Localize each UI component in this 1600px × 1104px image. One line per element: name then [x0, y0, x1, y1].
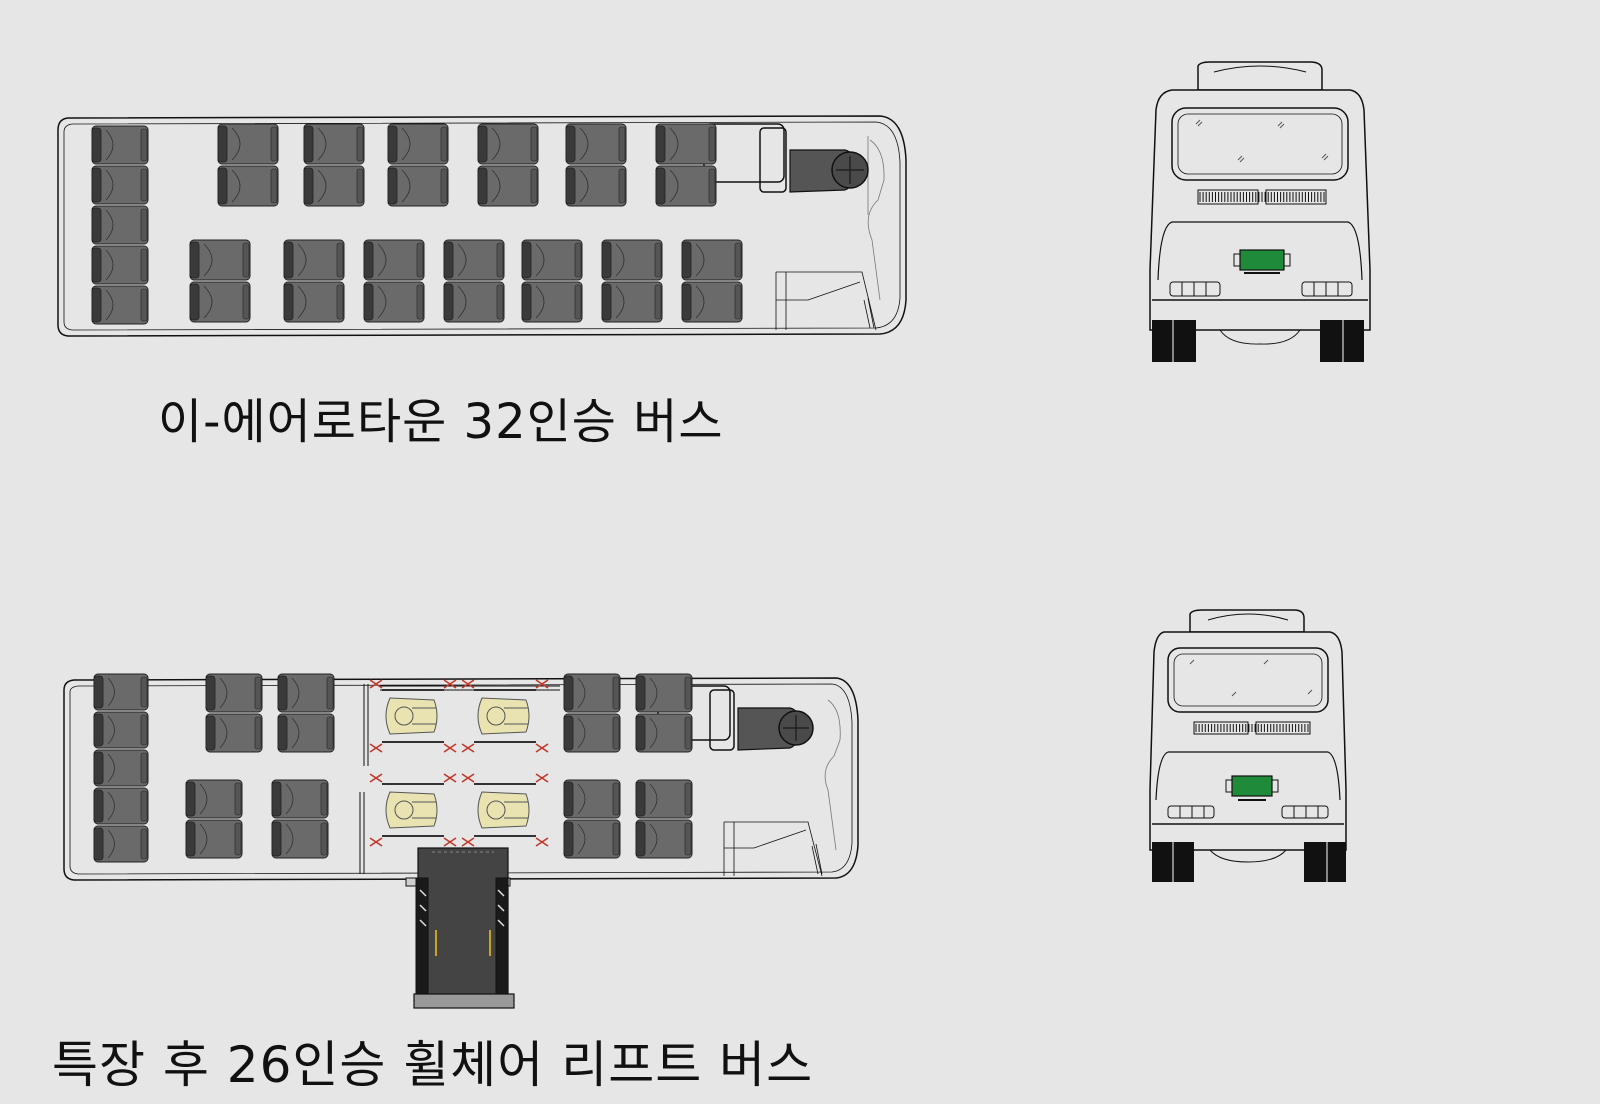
bottom-bus-floor-plan	[63, 673, 859, 1009]
seat	[521, 239, 583, 281]
seat	[303, 123, 365, 165]
seat	[217, 165, 279, 207]
top-bus-door-step	[775, 271, 877, 331]
seat	[635, 779, 693, 819]
rear-vent-grille	[1197, 189, 1327, 205]
bottom-bus-caption: 특장 후 26인승 휠체어 리프트 버스	[52, 1036, 814, 1094]
seat	[443, 239, 505, 281]
seat	[477, 123, 539, 165]
seat	[91, 165, 149, 205]
rear-tires	[1152, 320, 1364, 362]
rear-window	[1171, 107, 1349, 181]
top-bus-rear-view	[1149, 61, 1371, 362]
top-bus-dashboard	[867, 136, 885, 301]
wheelchair-icon	[369, 773, 457, 847]
seat	[303, 165, 365, 207]
seat	[363, 281, 425, 323]
seat	[205, 673, 263, 713]
seat	[443, 281, 505, 323]
seat	[635, 713, 693, 753]
seat	[635, 673, 693, 713]
seat	[601, 281, 663, 323]
wheelchair-lift	[405, 847, 515, 1009]
seat	[91, 205, 149, 245]
bottom-bus-driver-area	[657, 685, 814, 751]
top-bus-caption: 이-에어로타운 32인승 버스	[158, 394, 724, 450]
wheelchair-positions	[369, 679, 549, 847]
seat	[189, 281, 251, 323]
bottom-bus-door-step	[723, 821, 823, 877]
top-bus-driver-area	[703, 123, 869, 193]
rear-lights	[1169, 281, 1353, 297]
seat	[363, 239, 425, 281]
seat	[563, 819, 621, 859]
seat	[93, 711, 149, 749]
license-plate	[1239, 249, 1285, 271]
seat	[563, 713, 621, 753]
seat	[277, 673, 335, 713]
bottom-bus-dashboard	[824, 699, 841, 851]
seat	[185, 779, 243, 819]
seat	[387, 123, 449, 165]
seat	[93, 749, 149, 787]
seat	[655, 165, 717, 207]
seat	[271, 819, 329, 859]
seat	[283, 281, 345, 323]
top-bus-seats	[91, 123, 743, 325]
bottom-bus-seats	[93, 673, 693, 863]
seat	[635, 819, 693, 859]
seat	[565, 165, 627, 207]
seat	[91, 125, 149, 165]
wheelchair-icon	[461, 679, 549, 753]
seat	[521, 281, 583, 323]
seat	[185, 819, 243, 859]
seat	[565, 123, 627, 165]
top-bus-floor-plan	[57, 115, 907, 337]
seat	[601, 239, 663, 281]
bottom-bus-inner-outline	[69, 683, 853, 875]
seat	[189, 239, 251, 281]
seat	[217, 123, 279, 165]
seat	[563, 673, 621, 713]
seat	[271, 779, 329, 819]
seat	[681, 281, 743, 323]
seat	[91, 285, 149, 325]
seat	[277, 713, 335, 753]
seat	[477, 165, 539, 207]
rear-tires	[1152, 842, 1346, 882]
license-plate	[1231, 775, 1273, 797]
seat	[563, 779, 621, 819]
seat	[93, 825, 149, 863]
top-bus-inner-outline	[63, 121, 901, 331]
seat	[655, 123, 717, 165]
seat	[91, 245, 149, 285]
wheelchair-icon	[461, 773, 549, 847]
seat	[681, 239, 743, 281]
seat	[387, 165, 449, 207]
wheelchair-icon	[369, 679, 457, 753]
bottom-bus-rear-view	[1149, 609, 1347, 882]
seat	[205, 713, 263, 753]
seat	[93, 787, 149, 825]
seat	[93, 673, 149, 711]
seat	[283, 239, 345, 281]
